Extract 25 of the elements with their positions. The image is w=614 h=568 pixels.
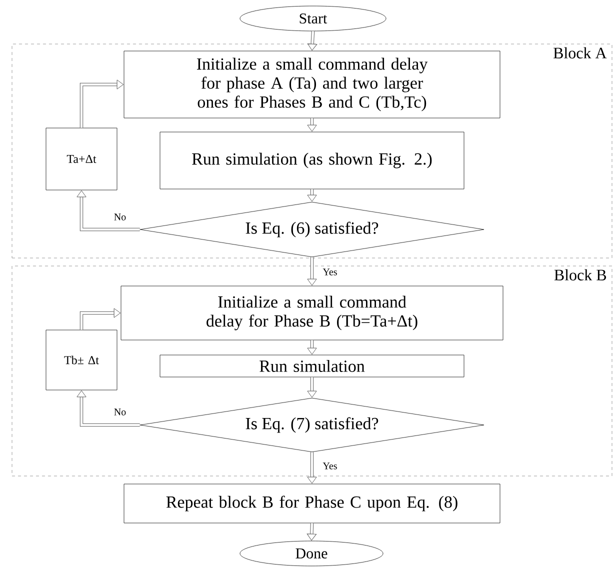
process-box: Tb± Δt [46,330,118,390]
process-box: Initialize a small command delay for phase A (Ta) and two larger ones for Phases B and C (Tb,Tc) [124,50,500,118]
arrow [307,189,317,202]
arrow [307,377,317,398]
process-box: Run simulation (as shown Fig. 2.) [160,132,464,190]
edge-label: No [112,408,128,416]
process-box: Ta+Δt [46,128,118,190]
arrow [307,118,317,132]
arrow [306,523,316,541]
arrow [307,340,317,355]
arrow [76,390,140,427]
process-box: Run simulation [160,354,464,378]
edge-label: Yes [322,268,338,276]
process-box: Repeat block B for Phase C upon Eq. (8) [124,484,500,524]
arrow [307,452,317,484]
arrow [307,257,317,286]
block-heading: Block B [554,269,606,280]
edge-label: Yes [322,462,338,470]
edge-label: No [112,212,128,222]
arrow [80,308,121,330]
arrow [80,80,124,128]
block-heading: Block A [553,47,607,58]
arrow [308,31,318,51]
arrow [76,190,140,232]
process-box: Initialize a small command delay for Phase B (Tb=Ta+Δt) [120,286,504,340]
